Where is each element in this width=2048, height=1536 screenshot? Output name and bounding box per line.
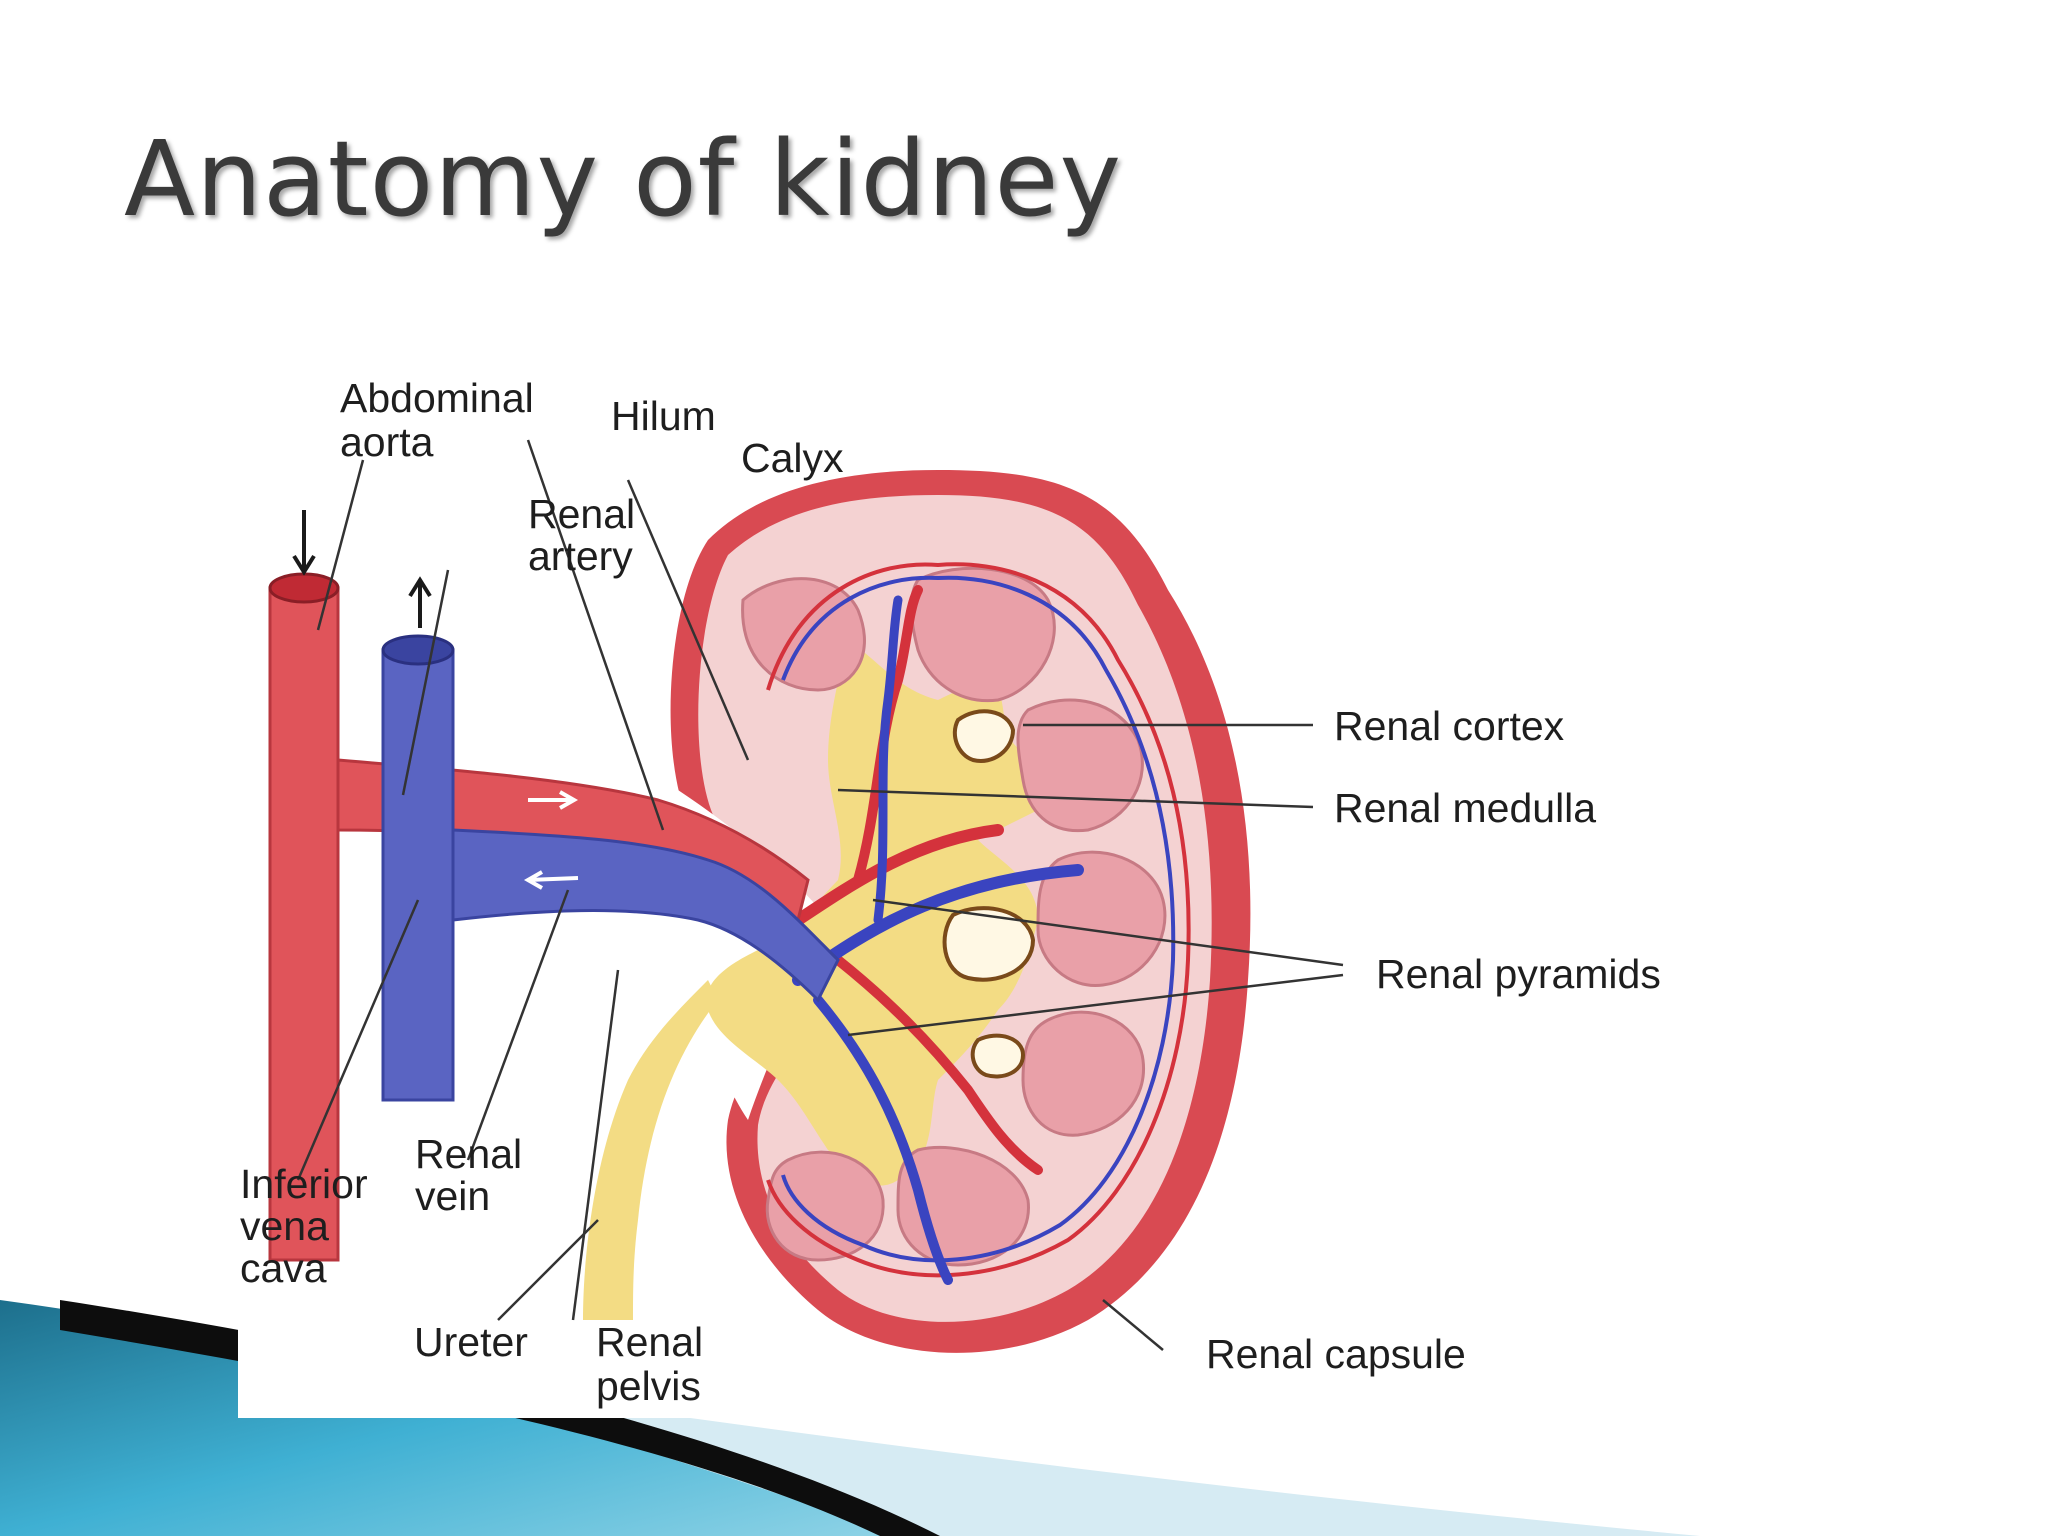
label-renal-pelvis-line1: Renal xyxy=(596,1319,703,1365)
aorta-inflow-arrow xyxy=(292,510,316,576)
pyramid-7 xyxy=(765,1150,885,1262)
cut-vessel-2 xyxy=(942,906,1036,982)
labels: Abdominal aorta Hilum Calyx Renal artery… xyxy=(240,375,1661,1409)
label-abdominal-aorta-line2: aorta xyxy=(340,419,434,465)
ivc-outflow-arrow xyxy=(408,576,432,628)
label-ureter: Ureter xyxy=(414,1319,528,1365)
vein-branch-up xyxy=(873,595,903,925)
leader-inferior-vena-cava xyxy=(296,899,420,1181)
ivc-opening xyxy=(381,634,455,666)
leader-renal-pyramids-a xyxy=(872,898,1344,967)
kidney-diagram: Abdominal aorta Hilum Calyx Renal artery… xyxy=(240,375,1661,1409)
slide-title: Anatomy of kidney xyxy=(124,118,1122,240)
pyramid-3 xyxy=(1016,698,1144,833)
leader-renal-artery xyxy=(401,569,450,796)
leader-renal-medulla xyxy=(837,788,1314,809)
label-renal-pelvis-line2: pelvis xyxy=(596,1363,701,1409)
label-inferior-vena-cava-line3: cava xyxy=(240,1245,327,1291)
renal-vein-shape xyxy=(451,828,840,1003)
label-renal-pyramids: Renal pyramids xyxy=(1376,951,1661,997)
ureter-shape xyxy=(583,980,718,1320)
leader-renal-pyramids-b xyxy=(847,973,1344,1037)
leader-abdominal-aorta xyxy=(316,459,365,631)
renal-vein-flow-arrow xyxy=(523,870,579,890)
leader-renal-capsule xyxy=(1102,1299,1164,1351)
leader-renal-vein xyxy=(466,889,570,1161)
renal-artery-flow-arrow xyxy=(528,790,579,810)
cut-vessels xyxy=(942,709,1036,1079)
label-abdominal-aorta-line1: Abdominal xyxy=(340,375,534,421)
leader-calyx xyxy=(626,479,750,761)
label-inferior-vena-cava-line1: Inferior xyxy=(240,1161,368,1207)
leader-lines xyxy=(296,439,1344,1351)
leader-renal-pelvis xyxy=(571,969,620,1321)
leader-ureter xyxy=(497,1219,599,1321)
label-calyx: Calyx xyxy=(741,435,844,481)
pyramid-1 xyxy=(741,577,866,692)
pyramid-4 xyxy=(1036,850,1167,988)
label-hilum: Hilum xyxy=(611,393,716,439)
label-renal-vein-line2: vein xyxy=(415,1173,490,1219)
renal-pyramids xyxy=(741,566,1167,1267)
great-vessels xyxy=(268,510,840,1262)
label-renal-medulla: Renal medulla xyxy=(1334,785,1596,831)
cut-vessel-3 xyxy=(970,1033,1026,1079)
label-renal-artery-line2: artery xyxy=(528,533,633,579)
kidney-figure-panel: Abdominal aorta Hilum Calyx Renal artery… xyxy=(238,360,1778,1418)
label-renal-artery-line1: Renal xyxy=(528,491,635,537)
artery-branch-upper xyxy=(792,824,1004,926)
label-renal-cortex: Renal cortex xyxy=(1334,703,1565,749)
artery-branch-lower xyxy=(833,955,1043,1175)
label-renal-vein-line1: Renal xyxy=(415,1131,522,1177)
arcuate-artery-line xyxy=(766,562,1191,1278)
leader-hilum xyxy=(526,439,665,831)
label-renal-capsule: Renal capsule xyxy=(1206,1331,1466,1377)
abdominal-aorta-shape xyxy=(268,586,340,1262)
vein-branch-low xyxy=(813,995,953,1285)
pyramid-5 xyxy=(1021,1010,1146,1137)
cut-vessel-1 xyxy=(952,709,1016,763)
label-inferior-vena-cava-line2: vena xyxy=(240,1203,329,1249)
